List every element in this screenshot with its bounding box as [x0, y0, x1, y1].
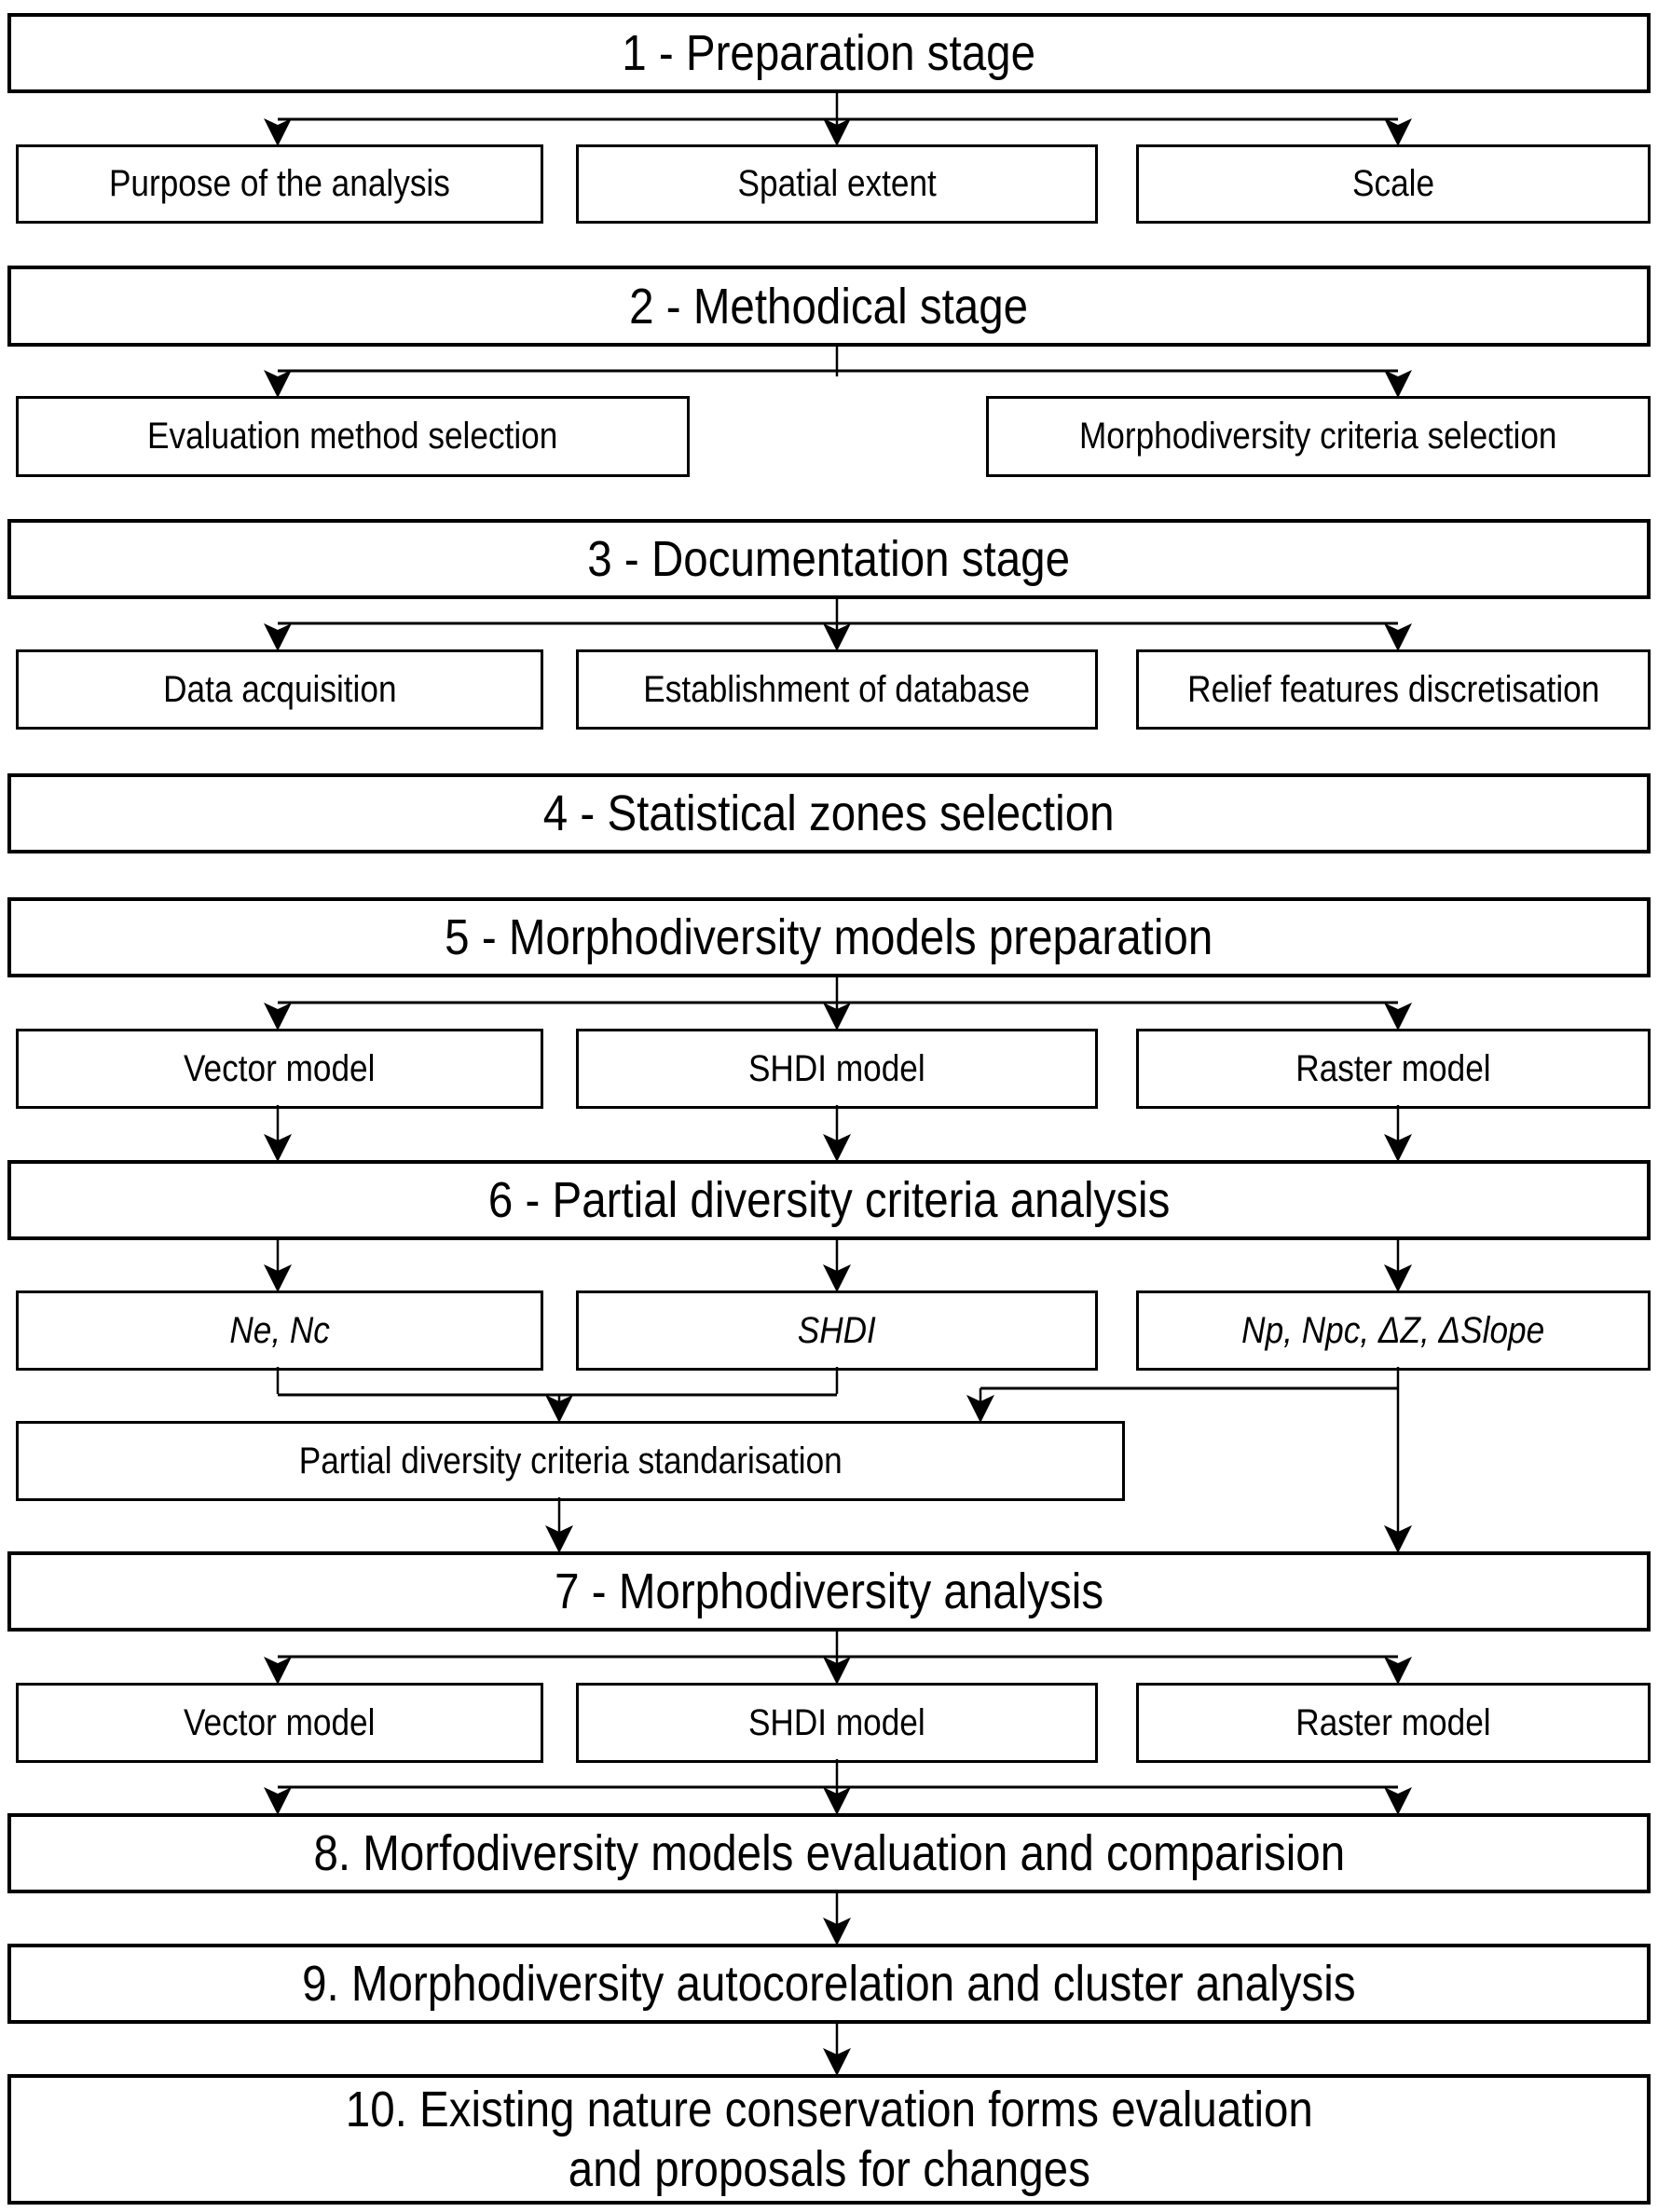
connector-stage5-to-children: [264, 976, 1412, 1031]
connector-stage1-to-children: [264, 91, 1412, 146]
stage-2-title: 2 - Methodical stage: [629, 278, 1029, 335]
connector-stage6-to-criteria: [264, 1236, 1412, 1292]
node-shdi-model-analysis: SHDI model: [576, 1683, 1098, 1763]
stage-8-models-evaluation: 8. Morfodiversity models evaluation and …: [7, 1813, 1651, 1893]
stage-5-models-preparation: 5 - Morphodiversity models preparation: [7, 897, 1651, 977]
connector-stage8-to-stage9: [823, 1890, 851, 1946]
stage-7-title: 7 - Morphodiversity analysis: [555, 1563, 1103, 1619]
node-ne-nc: Ne, Nc: [16, 1290, 543, 1371]
stage-3-documentation: 3 - Documentation stage: [7, 519, 1651, 599]
node-shdi: SHDI: [576, 1290, 1098, 1371]
node-label: SHDI model: [748, 1047, 925, 1089]
stage-7-morphodiversity-analysis: 7 - Morphodiversity analysis: [7, 1551, 1651, 1632]
node-label: Spatial extent: [737, 163, 937, 204]
node-label: Data acquisition: [162, 668, 397, 710]
node-label: Relief features discretisation: [1186, 668, 1600, 710]
node-np-npc-dz-dslope: Np, Npc, ΔZ, ΔSlope: [1136, 1290, 1651, 1371]
stage-4-statistical-zones: 4 - Statistical zones selection: [7, 773, 1651, 853]
stage-1-title: 1 - Preparation stage: [622, 25, 1036, 81]
node-label: Np, Npc, ΔZ, ΔSlope: [1241, 1309, 1545, 1351]
stage-3-title: 3 - Documentation stage: [587, 531, 1071, 587]
node-label: Establishment of database: [643, 668, 1031, 710]
node-label: Partial diversity criteria standarisatio…: [298, 1440, 843, 1481]
node-scale: Scale: [1136, 144, 1651, 224]
node-label: Vector model: [184, 1047, 376, 1089]
stage-2-methodical: 2 - Methodical stage: [7, 266, 1651, 347]
node-label: Ne, Nc: [229, 1309, 330, 1351]
stage-10-title: 10. Existing nature conservation forms e…: [345, 2080, 1312, 2199]
node-vector-model-prep: Vector model: [16, 1029, 543, 1109]
node-establishment-of-database: Establishment of database: [576, 649, 1098, 730]
node-label: Scale: [1351, 163, 1435, 204]
node-label: Raster model: [1295, 1047, 1491, 1089]
node-label: Purpose of the analysis: [109, 163, 450, 204]
connector-models-to-stage6: [264, 1105, 1412, 1162]
node-evaluation-method-selection: Evaluation method selection: [16, 396, 690, 477]
stage-10-title-line2: and proposals for changes: [568, 2141, 1090, 2197]
node-label: Morphodiversity criteria selection: [1079, 416, 1557, 457]
stage-9-autocorrelation-cluster: 9. Morphodiversity autocorelation and cl…: [7, 1944, 1651, 2024]
connector-criteria-to-standarisation: [276, 1367, 1398, 1423]
node-purpose-of-the-analysis: Purpose of the analysis: [16, 144, 543, 224]
node-relief-features-discretisation: Relief features discretisation: [1136, 649, 1651, 730]
connector-stage2-to-children: [264, 345, 1412, 398]
node-data-acquisition: Data acquisition: [16, 649, 543, 730]
node-raster-model-analysis: Raster model: [1136, 1683, 1651, 1763]
stage-9-title: 9. Morphodiversity autocorelation and cl…: [302, 1956, 1356, 2012]
node-raster-model-prep: Raster model: [1136, 1029, 1651, 1109]
node-morphodiversity-criteria-selection: Morphodiversity criteria selection: [986, 396, 1651, 477]
node-vector-model-analysis: Vector model: [16, 1683, 543, 1763]
connector-stage7-to-children: [264, 1630, 1412, 1685]
node-label: Raster model: [1295, 1701, 1491, 1743]
stage-8-title: 8. Morfodiversity models evaluation and …: [313, 1825, 1345, 1881]
node-partial-criteria-standarisation: Partial diversity criteria standarisatio…: [16, 1421, 1125, 1501]
node-label: Evaluation method selection: [147, 416, 558, 457]
stage-5-title: 5 - Morphodiversity models preparation: [445, 909, 1213, 965]
node-label: SHDI model: [748, 1701, 925, 1743]
node-spatial-extent: Spatial extent: [576, 144, 1098, 224]
node-label: Vector model: [184, 1701, 376, 1743]
stage-6-title: 6 - Partial diversity criteria analysis: [487, 1172, 1171, 1228]
stage-1-preparation: 1 - Preparation stage: [7, 13, 1651, 93]
stage-6-partial-criteria-analysis: 6 - Partial diversity criteria analysis: [7, 1160, 1651, 1240]
stage-10-title-line1: 10. Existing nature conservation forms e…: [345, 2082, 1313, 2137]
connector-stage9-to-stage10: [823, 2020, 851, 2076]
connector-stage3-to-children: [264, 597, 1412, 651]
stage-10-conservation-evaluation: 10. Existing nature conservation forms e…: [7, 2074, 1651, 2205]
node-shdi-model-prep: SHDI model: [576, 1029, 1098, 1109]
node-label: SHDI: [797, 1309, 877, 1351]
connector-models-to-stage8: [264, 1759, 1412, 1815]
stage-4-title: 4 - Statistical zones selection: [543, 785, 1115, 841]
